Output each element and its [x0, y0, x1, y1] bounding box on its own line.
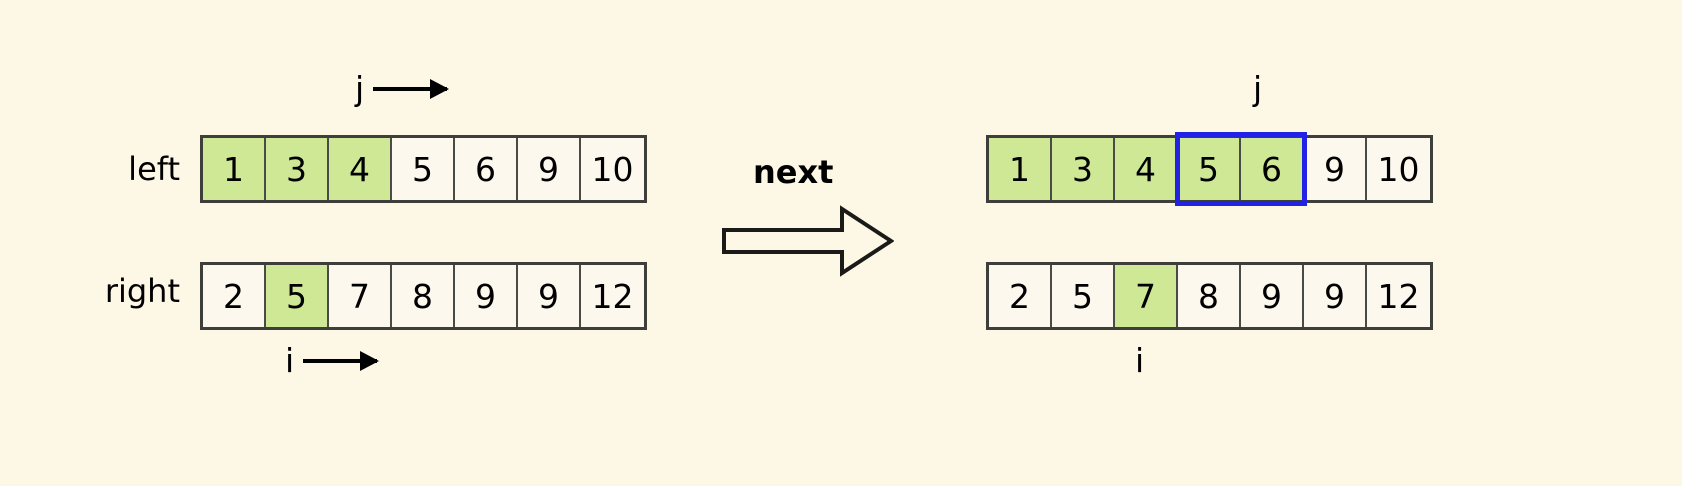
array-left-after-cell: 4	[1115, 138, 1178, 200]
array-left-before-cell: 3	[266, 138, 329, 200]
pointer-i-before-label: i	[285, 341, 295, 380]
pointer-j-before-label: j	[355, 69, 365, 108]
array-right-after-cell: 8	[1178, 265, 1241, 327]
array-left-before-cell: 6	[455, 138, 518, 200]
arrow-right-icon	[303, 350, 380, 371]
array-right-after-cell: 5	[1052, 265, 1115, 327]
array-right-before-cell: 8	[392, 265, 455, 327]
transition-label: next	[753, 153, 834, 191]
array-right-after-cell: 12	[1367, 265, 1430, 327]
pointer-i-before: i	[285, 341, 380, 380]
array-right-after-cell: 9	[1304, 265, 1367, 327]
array-right-after-cell: 2	[989, 265, 1052, 327]
block-arrow-right-icon	[722, 205, 895, 281]
arrow-right-icon	[373, 78, 450, 99]
array-left-before-cell: 10	[581, 138, 644, 200]
array-right-before-cell: 9	[455, 265, 518, 327]
pointer-i-after-label: i	[1135, 341, 1145, 380]
array-left-after-cell: 6	[1241, 138, 1304, 200]
pointer-j-after: j	[1253, 72, 1262, 105]
pointer-j-before: j	[355, 69, 450, 108]
array-left-after-cell: 1	[989, 138, 1052, 200]
array-left-after-cell: 3	[1052, 138, 1115, 200]
array-left-after-cell: 9	[1304, 138, 1367, 200]
array-right-before-cell: 9	[518, 265, 581, 327]
array-right-after-cell: 9	[1241, 265, 1304, 327]
array-label-left: left	[128, 150, 180, 188]
array-left-after-cell: 10	[1367, 138, 1430, 200]
array-right-before-cell: 5	[266, 265, 329, 327]
pointer-i-after: i	[1135, 344, 1144, 377]
array-right-before-cell: 12	[581, 265, 644, 327]
array-left-before-cell: 4	[329, 138, 392, 200]
array-right-after-cell: 7	[1115, 265, 1178, 327]
array-right-before-cell: 7	[329, 265, 392, 327]
pointer-j-after-label: j	[1253, 69, 1263, 108]
array-left-after-cell: 5	[1178, 138, 1241, 200]
array-left-before-cell: 1	[203, 138, 266, 200]
array-label-right: right	[104, 272, 180, 310]
array-left-before-cell: 9	[518, 138, 581, 200]
array-left-before-cell: 5	[392, 138, 455, 200]
array-right-before-cell: 2	[203, 265, 266, 327]
